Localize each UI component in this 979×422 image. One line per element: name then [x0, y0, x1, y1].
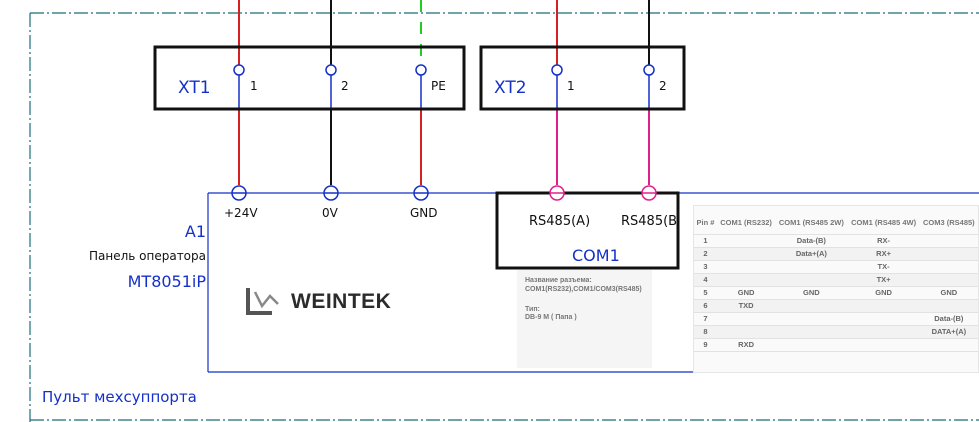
power-pin-gnd-label: GND [410, 206, 438, 220]
table-cell [716, 273, 776, 287]
table-cell [847, 338, 920, 352]
table-cell [775, 312, 848, 326]
terminal-block-xt2 [479, 45, 686, 111]
table-cell: Data-(B) [919, 312, 978, 326]
connector-name-value: COM1(RS232),COM1/COM3(RS485) [525, 286, 642, 293]
frame-title: Пульт мехсуппорта [42, 388, 197, 406]
table-cell: TXD [716, 299, 776, 313]
connector-type-caption: Тип: [525, 306, 540, 313]
table-cell: Data-(B) [775, 234, 848, 248]
xt1-pin-2-label: 2 [341, 79, 349, 93]
connector-info-card: Название разъема: COM1(RS232),COM1/COM3(… [517, 270, 652, 368]
table-row: 1 Data-(B)RX- [694, 234, 978, 248]
table-cell [919, 299, 978, 313]
table-cell: GND [775, 286, 848, 300]
terminal-xt1-label: XT1 [178, 78, 211, 98]
device-model: MT8051iP [127, 272, 206, 291]
table-row: 7 Data-(B) [694, 312, 978, 326]
table-row: 3 TX- [694, 260, 978, 274]
pin-assignment-table: Pin # COM1 (RS232) COM1 (RS485 2W) COM1 … [693, 205, 979, 373]
table-cell [775, 325, 848, 339]
table-cell: 3 [694, 260, 717, 274]
table-cell: RX+ [847, 247, 920, 261]
xt2-pin-1-label: 1 [567, 79, 575, 93]
table-cell [919, 338, 978, 352]
table-cell [775, 260, 848, 274]
com1-box [495, 191, 680, 270]
com-port-label: COM1 [572, 246, 620, 265]
table-cell: RX- [847, 234, 920, 248]
header-com1-rs485-2w: COM1 (RS485 2W) [775, 212, 848, 235]
com-pins [549, 185, 657, 201]
table-cell [847, 312, 920, 326]
table-cell [847, 325, 920, 339]
table-cell: TX+ [847, 273, 920, 287]
connector-name-caption: Название разъема: [525, 277, 592, 284]
table-cell [775, 273, 848, 287]
xt1-pin-pe-label: PE [431, 79, 446, 93]
table-cell: 4 [694, 273, 717, 287]
power-pin-24v-label: +24V [224, 206, 258, 220]
table-cell: 6 [694, 299, 717, 313]
terminal-xt2-label: XT2 [494, 78, 527, 98]
table-row: 2 Data+(A)RX+ [694, 247, 978, 261]
table-header-row: Pin # COM1 (RS232) COM1 (RS485 2W) COM1 … [694, 212, 978, 235]
header-com3-rs485: COM3 (RS485) [919, 212, 978, 235]
connector-type-value: DB-9 M ( Папа ) [525, 314, 577, 321]
table-cell: 8 [694, 325, 717, 339]
table-cell: RXD [716, 338, 776, 352]
table-cell: Data+(A) [775, 247, 848, 261]
header-pin: Pin # [694, 212, 717, 235]
device-power-pins [231, 185, 429, 201]
frame-border [29, 12, 979, 422]
table-cell: GND [919, 286, 978, 300]
power-pin-0v-label: 0V [322, 206, 338, 220]
table-cell: 7 [694, 312, 717, 326]
terminal-circles [233, 64, 655, 76]
header-com1-rs232: COM1 (RS232) [716, 212, 776, 235]
table-cell [716, 260, 776, 274]
table-cell [919, 247, 978, 261]
table-cell [775, 338, 848, 352]
table-cell: 1 [694, 234, 717, 248]
weintek-logo-mark [246, 288, 279, 315]
table-cell: DATA+(A) [919, 325, 978, 339]
table-cell [847, 299, 920, 313]
table-cell [919, 234, 978, 248]
table-cell: 9 [694, 338, 717, 352]
weintek-logo-text: WEINTEK [291, 290, 392, 313]
table-cell [716, 325, 776, 339]
xt2-pin-2-label: 2 [659, 79, 667, 93]
table-cell [716, 247, 776, 261]
table-cell: 5 [694, 286, 717, 300]
com-pin-b-label: RS485(B [621, 214, 678, 229]
table-cell [919, 273, 978, 287]
table-cell [919, 260, 978, 274]
device-description: Панель оператора [88, 249, 206, 263]
terminal-block-xt1 [153, 45, 466, 111]
table-cell: GND [716, 286, 776, 300]
incoming-wires [238, 0, 650, 70]
wires-xt1-to-device [238, 75, 422, 185]
table-row: 8 DATA+(A) [694, 325, 978, 339]
wires-xt2-to-com [556, 75, 650, 185]
table-row: 4 TX+ [694, 273, 978, 287]
table-cell: GND [847, 286, 920, 300]
table-cell [716, 234, 776, 248]
table-cell [716, 312, 776, 326]
table-cell: 2 [694, 247, 717, 261]
com-pin-a-label: RS485(A) [529, 214, 591, 229]
device-ref: A1 [184, 222, 206, 241]
table-cell [775, 299, 848, 313]
xt1-pin-1-label: 1 [250, 79, 258, 93]
header-com1-rs485-4w: COM1 (RS485 4W) [847, 212, 920, 235]
table-cell: TX- [847, 260, 920, 274]
